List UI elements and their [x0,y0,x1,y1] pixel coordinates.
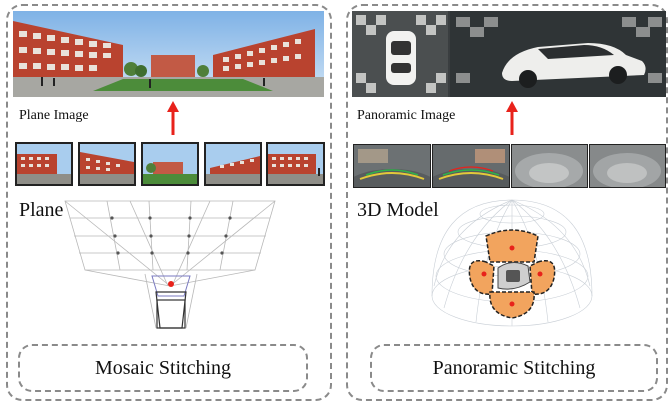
plane-projection-diagram [64,200,276,329]
panoramic-stitching-text: Panoramic Stitching [432,356,596,379]
mosaic-stitching-label: Mosaic Stitching [18,344,308,392]
panoramic-image-label: Panoramic Image [357,108,456,123]
plane-panorama-image [13,11,324,97]
fisheye-thumbnail [511,144,588,188]
plane-thumbnail [78,142,136,186]
panoramic-image [352,11,666,97]
plane-thumbnail [266,142,325,186]
mosaic-stitching-panel [6,4,332,401]
plane-thumbnail [141,142,199,186]
plane-image-label: Plane Image [19,108,89,123]
plane-thumbnail [15,142,73,186]
mosaic-stitching-text: Mosaic Stitching [94,356,232,379]
plane-thumbnail [204,142,262,186]
fisheye-thumbnail [589,144,666,188]
fisheye-thumbnail [432,144,510,188]
fisheye-thumbnail [353,144,431,188]
3d-model-label: 3D Model [357,199,439,221]
3d-bowl-model-diagram [431,199,593,327]
up-arrow-icon [506,101,518,135]
panoramic-stitching-label: Panoramic Stitching [370,344,658,392]
panoramic-stitching-panel [346,4,668,401]
plane-model-label: Plane [19,199,64,221]
up-arrow-icon [167,101,179,135]
